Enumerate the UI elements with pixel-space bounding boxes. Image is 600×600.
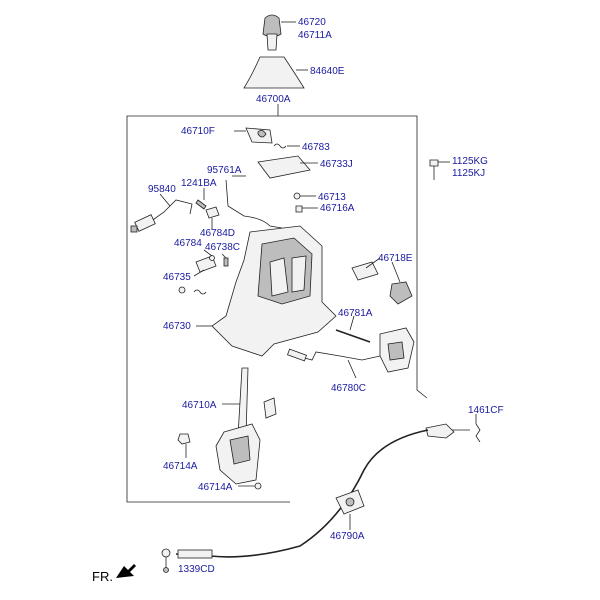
screw-46738C xyxy=(223,257,229,267)
label-1125KJ: 1125KJ xyxy=(452,168,485,179)
label-95761A: 95761A xyxy=(207,165,242,176)
label-46711A: 46711A xyxy=(298,30,332,41)
nut-46714A-2 xyxy=(254,482,262,490)
cable-95761A xyxy=(225,179,283,229)
front-direction-label: FR. xyxy=(92,569,113,584)
label-95840: 95840 xyxy=(148,184,176,195)
spring-clip xyxy=(193,289,207,295)
front-arrow-icon xyxy=(116,564,136,578)
clip-46784D xyxy=(205,206,220,219)
label-1241BA: 1241BA xyxy=(181,178,217,189)
label-46780C: 46780C xyxy=(331,383,366,394)
assembly-frame xyxy=(126,115,290,503)
label-46710F: 46710F xyxy=(181,126,215,137)
label-46781A: 46781A xyxy=(338,308,373,319)
label-46718E: 46718E xyxy=(378,253,413,264)
wire-harness-95840 xyxy=(130,199,193,233)
label-46783: 46783 xyxy=(302,142,330,153)
label-46720: 46720 xyxy=(298,17,326,28)
wire-46780C xyxy=(289,351,381,361)
lever-cover xyxy=(257,155,311,179)
rod-46781A xyxy=(335,329,371,343)
pin-46716A xyxy=(295,205,303,213)
bracket-46710F xyxy=(245,127,273,144)
label-46738C: 46738C xyxy=(205,242,240,253)
label-46700A: 46700A xyxy=(256,94,291,105)
label-1125KG: 1125KG xyxy=(452,156,488,167)
shift-housing xyxy=(211,225,337,357)
lever-assembly xyxy=(215,367,277,485)
label-46784: 46784 xyxy=(174,238,202,249)
bushing-46713 xyxy=(293,192,301,200)
label-46714A-2: 46714A xyxy=(198,482,233,493)
shift-boot xyxy=(243,56,305,89)
label-46714A-1: 46714A xyxy=(163,461,198,472)
spring-46783 xyxy=(273,143,287,149)
label-46713: 46713 xyxy=(318,192,346,203)
label-46710A: 46710A xyxy=(182,400,217,411)
label-46735: 46735 xyxy=(163,272,191,283)
bolt-1125KG xyxy=(429,159,439,180)
clip-1339CD xyxy=(163,567,169,573)
assembly-frame-right xyxy=(278,115,428,399)
label-1461CF: 1461CF xyxy=(468,405,504,416)
nut-46714A-1 xyxy=(177,433,191,445)
solenoid-unit xyxy=(379,327,415,373)
cable-end-fitting xyxy=(177,549,213,559)
pin-1461CF xyxy=(475,423,481,443)
label-46730: 46730 xyxy=(163,321,191,332)
label-46784D: 46784D xyxy=(200,228,235,239)
screw-1241BA xyxy=(195,199,207,210)
shift-cable xyxy=(175,429,429,558)
label-46790A: 46790A xyxy=(330,531,365,542)
shift-knob xyxy=(262,14,282,51)
cable-end-bracket xyxy=(425,423,455,439)
label-46716A: 46716A xyxy=(320,203,355,214)
label-84640E: 84640E xyxy=(310,66,345,77)
nut-46784 xyxy=(209,255,215,261)
label-46733J: 46733J xyxy=(320,159,353,170)
label-1339CD: 1339CD xyxy=(178,564,215,575)
washer xyxy=(178,286,186,294)
switch-46718E xyxy=(351,261,413,305)
